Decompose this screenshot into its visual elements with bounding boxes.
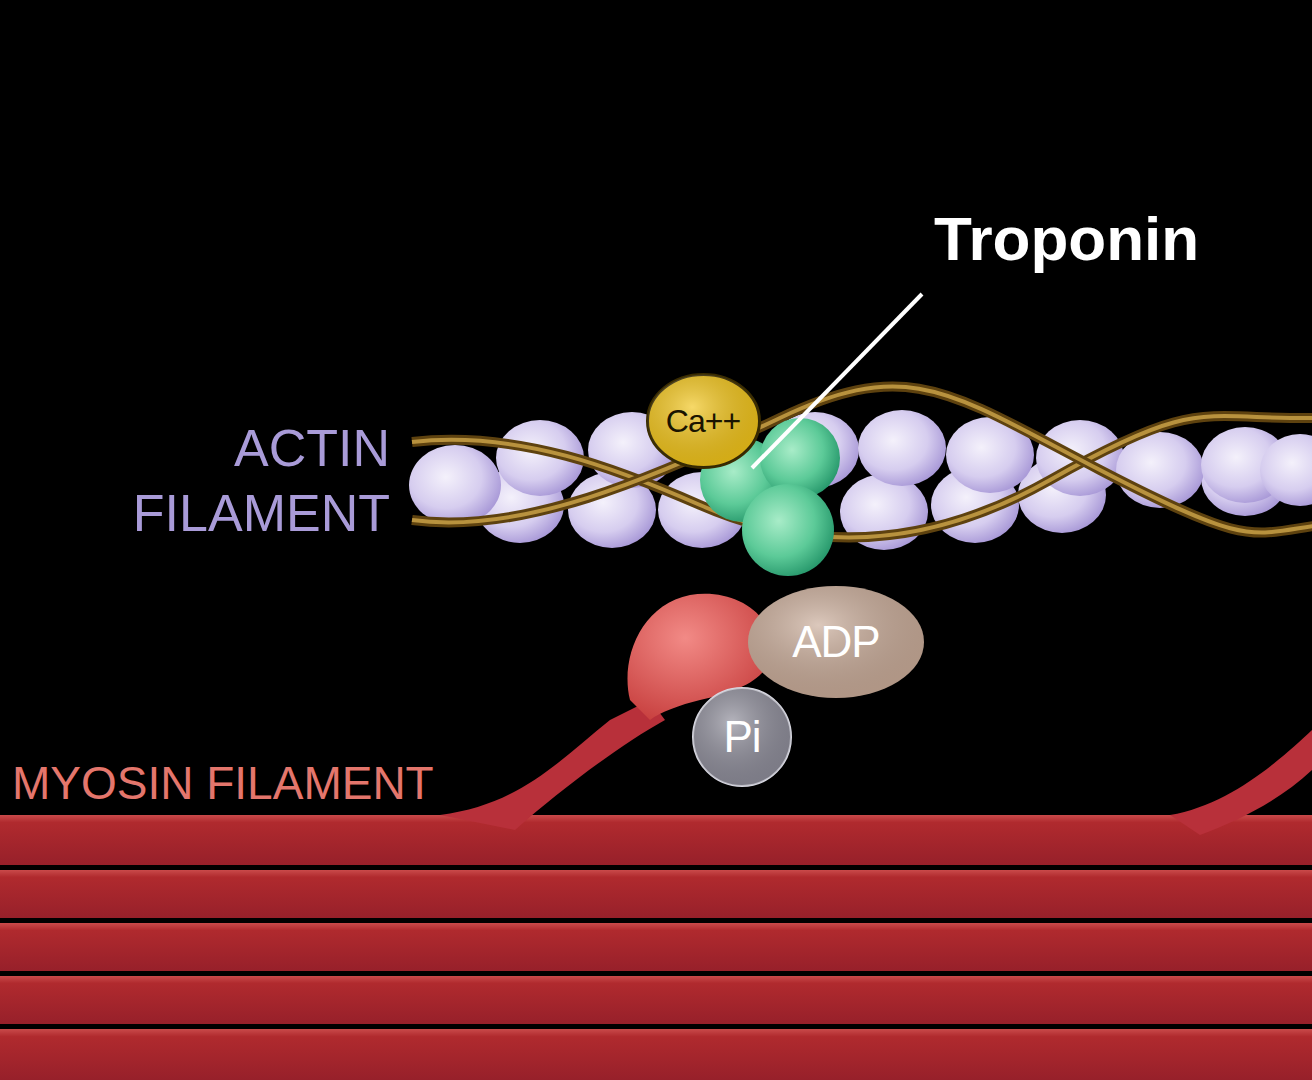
part-label: Troponin bbox=[934, 205, 1234, 273]
part-label: MYOSIN FILAMENT bbox=[12, 758, 472, 809]
molecule-node: ADP bbox=[748, 586, 924, 698]
molecule-node: Pi bbox=[692, 687, 792, 787]
part-label: ACTIN FILAMENT bbox=[120, 416, 390, 546]
leader-line bbox=[752, 294, 922, 468]
actin-filament bbox=[409, 410, 1312, 550]
myosin-filament bbox=[0, 594, 1312, 1080]
molecule-label: Pi bbox=[723, 712, 760, 762]
tropomyosin-strands bbox=[412, 387, 1312, 538]
molecule-label: ADP bbox=[792, 617, 879, 667]
molecule-node: Ca++ bbox=[646, 373, 761, 469]
molecule-label: Ca++ bbox=[666, 403, 740, 440]
